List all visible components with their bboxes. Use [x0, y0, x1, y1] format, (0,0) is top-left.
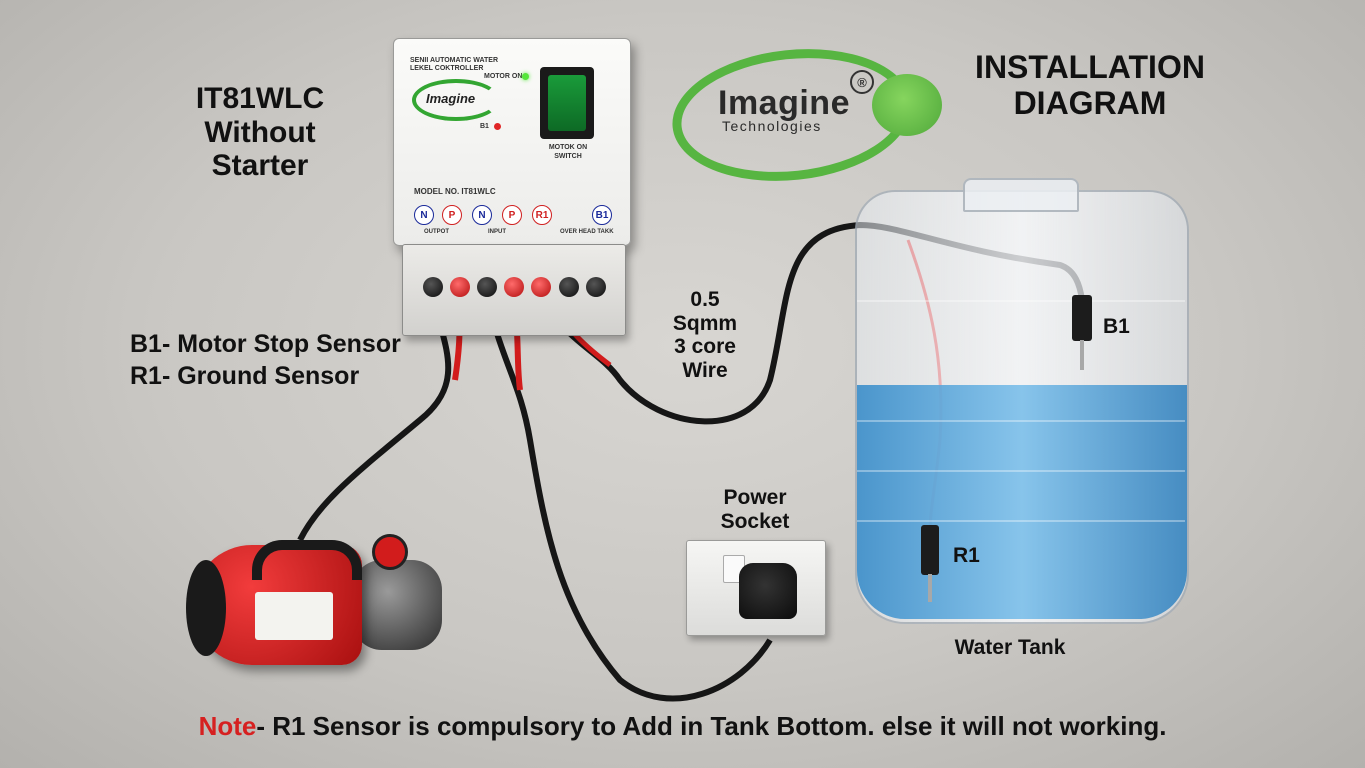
brand-name: Imagine	[718, 84, 850, 122]
screw-terminal-icon	[586, 277, 606, 297]
registered-mark: ®	[850, 70, 874, 94]
model-heading-line: Starter	[211, 149, 309, 183]
sensor-legend: B1- Motor Stop Sensor R1- Ground Sensor	[130, 330, 430, 394]
tank-ridge	[857, 420, 1185, 422]
brand-subtitle: Technologies	[722, 118, 822, 134]
note-prefix: Note	[198, 711, 257, 741]
water-tank-label: Water Tank	[954, 636, 1066, 659]
screw-terminal-icon	[504, 277, 524, 297]
wire-spec-line: 3 core	[674, 335, 736, 359]
screw-terminal-icon	[423, 277, 443, 297]
model-heading-line: IT81WLC	[195, 82, 325, 115]
screw-terminal-icon	[559, 277, 579, 297]
pump-end-cap	[186, 560, 226, 656]
motor-on-switch[interactable]	[540, 67, 594, 139]
terminal-input-p: P	[502, 205, 522, 225]
tank-ridge	[857, 300, 1185, 302]
b1-sensor-tip	[1080, 340, 1084, 370]
controller-logo-text: Imagine	[426, 91, 476, 106]
terminal-block	[402, 244, 626, 336]
switch-rocker-icon	[548, 75, 586, 131]
caption-input: INPUT	[488, 229, 506, 235]
b1-led-icon	[494, 123, 501, 130]
installation-heading-line: INSTALLATION	[975, 49, 1205, 85]
controller-title-line: LEKEL COKTROLLER	[410, 65, 484, 73]
controller-title: SENII AUTOMATIC WATER LEKEL COKTROLLER	[410, 57, 530, 74]
power-socket-label-line: Socket	[720, 509, 790, 533]
model-number: MODEL NO. IT81WLC	[414, 187, 496, 196]
terminal-output-n: N	[414, 205, 434, 225]
power-socket	[686, 540, 826, 636]
pump-handle-icon	[252, 540, 362, 580]
terminal-r1: R1	[532, 205, 552, 225]
switch-label: MOTOK ON SWITCH	[542, 143, 594, 161]
tank-ridge	[857, 520, 1185, 522]
wire-spec-line: 0.5	[690, 288, 720, 311]
screw-terminal-icon	[477, 277, 497, 297]
sensor-legend-item: B1- Motor Stop Sensor	[130, 330, 401, 358]
screw-terminal-icon	[450, 277, 470, 297]
caption-overhead: OVER HEAD TAKK	[560, 229, 614, 235]
terminal-b1: B1	[592, 205, 612, 225]
power-socket-label-line: Power	[723, 486, 787, 509]
brand-logo-dot	[872, 74, 942, 136]
b1-indicator-label: B1	[480, 123, 489, 130]
motor-on-label: MOTOR ON	[484, 73, 523, 80]
sensor-legend-item: R1- Ground Sensor	[130, 362, 360, 390]
tank-water	[857, 385, 1187, 619]
switch-label-line: SWITCH	[554, 153, 582, 161]
wire-spec-line: Sqmm	[672, 311, 738, 335]
installation-heading: INSTALLATION DIAGRAM	[945, 49, 1235, 122]
tank-lid	[963, 178, 1079, 212]
terminal-output-p: P	[442, 205, 462, 225]
power-socket-label: Power Socket	[700, 486, 810, 533]
model-heading: IT81WLC Without Starter	[170, 82, 350, 183]
socket-cable	[483, 289, 773, 702]
pump-nameplate	[255, 592, 333, 640]
pump-valve-icon	[372, 534, 408, 570]
caption-output: OUTPOT	[424, 229, 449, 235]
r1-sensor-tip	[928, 574, 932, 602]
water-level-controller: SENII AUTOMATIC WATER LEKEL COKTROLLER I…	[393, 38, 631, 246]
controller-logo: Imagine	[412, 79, 500, 121]
note-text: - R1 Sensor is compulsory to Add in Tank…	[256, 711, 1167, 741]
screw-terminal-icon	[531, 277, 551, 297]
r1-sensor-label: R1	[953, 544, 980, 567]
b1-sensor-probe-icon	[1072, 295, 1092, 341]
controller-title-line: SENII AUTOMATIC WATER	[410, 57, 499, 64]
wire-spec-label: 0.5 Sqmm 3 core Wire	[655, 288, 755, 382]
pump-impeller-housing	[352, 560, 442, 650]
wire-spec-line: Wire	[682, 358, 728, 382]
model-heading-line: Without	[204, 115, 316, 149]
motor-on-led-icon	[522, 73, 529, 80]
r1-sensor-probe-icon	[921, 525, 939, 575]
note-line: Note- R1 Sensor is compulsory to Add in …	[0, 711, 1365, 741]
tank-ridge	[857, 470, 1185, 472]
b1-sensor-label: B1	[1103, 315, 1130, 338]
terminal-input-n: N	[472, 205, 492, 225]
installation-heading-line: DIAGRAM	[1013, 84, 1167, 121]
plug-icon	[739, 563, 797, 619]
switch-label-line: MOTOK ON	[548, 144, 588, 151]
